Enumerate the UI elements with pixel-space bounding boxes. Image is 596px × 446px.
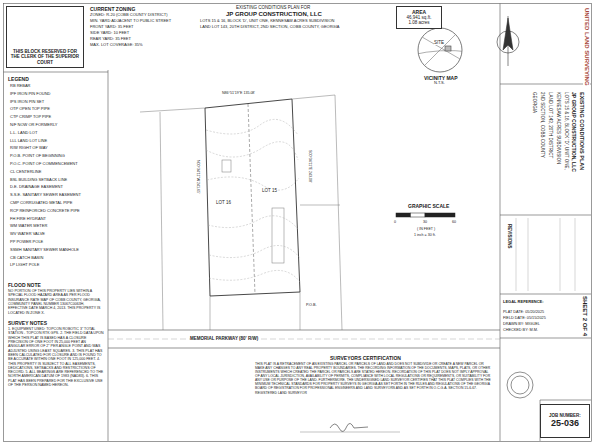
plat-label: LEGAL REFERENCE: (503, 300, 544, 305)
legend-entry: IPS IRON PIN SET (10, 100, 44, 105)
rotated-label: S00°34'11"E 243.08' (308, 150, 312, 183)
job-number-box: JOB NUMBER:25-036 (540, 404, 590, 438)
plat-label: SURVEYORS CERTIFICATION (330, 355, 401, 361)
note-text: NO PORTION OF THIS PROPERTY LIES WITHIN … (8, 289, 104, 315)
rotated-label: LOTS 15 & 16, BLOCK 'D', UNIT ONE, (564, 92, 569, 170)
note-text: 1. EQUIPMENT USED: TOPCON ROBOTIC 3" TOT… (8, 327, 104, 387)
plat-label: SITE (434, 40, 444, 45)
node-text: THIS BLOCK RESERVED FOR THE CLERK OF THE… (9, 49, 81, 65)
legend-entry: CMP CORRUGATED METAL PIPE (10, 201, 72, 206)
legend-entry: OTP OPEN TOP PIPE (10, 107, 50, 112)
legend-entry: P.O.C. POINT OF COMMENCEMENT (10, 162, 78, 167)
node-text: JOB NUMBER: (549, 413, 581, 418)
plat-label: LOTS 15 & 16, BLOCK 'D', UNIT ONE, KENNE… (200, 19, 334, 24)
plat-label: LOT 15 (262, 188, 277, 193)
legend-entry: FH FIRE HYDRANT (10, 217, 46, 222)
plat-label: FLOOD NOTE (8, 282, 41, 288)
rotated-label: UNITED LAND SURVEYING (583, 8, 590, 86)
plat-label: 30 (423, 220, 427, 224)
node-text: 46,941 sq.ft. (407, 15, 432, 20)
note-text: THIS PLAT IS A RETRACEMENT OF AN EXISTIN… (255, 362, 493, 395)
plat-label: PLAT DATE: 05/20/2025 (503, 310, 544, 315)
area-box: AREA46,941 sq.ft.1.08 acres (396, 6, 442, 29)
rotated-label: 2ND SECTION, COBB COUNTY (540, 92, 545, 158)
plat-label: MAX. LOT COVERAGE: 35% (90, 43, 143, 48)
node-text: AREA (412, 9, 426, 15)
plat-label: REAR YARD: 35 FEET (90, 37, 131, 42)
plat-label: JP GROUP CONSTRUCTION, LLC (226, 11, 322, 18)
plat-label: N86°51'19"E 135.08' (222, 91, 255, 95)
rotated-label: SHEET 2 OF 4 (581, 296, 588, 336)
legend-entry: CL CENTERLINE (10, 170, 41, 175)
legend-entry: RB REBAR (10, 84, 30, 89)
legend-entry: CTP CRIMP TOP PIPE (10, 115, 51, 120)
rotated-label: EXISTING CONDITIONS PLAN (578, 92, 585, 170)
rotated-label: LAND LOT 143, 20TH DISTRICT (548, 92, 553, 158)
legend-entry: IPF IRON PIN FOUND (10, 92, 50, 97)
plat-label: 0 (394, 220, 396, 224)
plat-label: MIN. YARD ADJACENT TO PUBLIC STREET (90, 19, 171, 24)
plat-label: N.T.S. (434, 81, 445, 86)
plat-label: 60 (452, 220, 456, 224)
legend-entry: WM WATER METER (10, 224, 47, 229)
plat-label: LEGEND (8, 76, 29, 82)
plat-label: P.O.B. (306, 303, 317, 308)
rotated-label: N00°34'11"W 241.65' (196, 160, 200, 194)
legend-entry: S.S.E. SANITARY SEWER EASEMENT (10, 193, 81, 198)
plat-label: 1 inch = 30 ft. (414, 233, 436, 237)
legend-entry: R/W RIGHT OF WAY (10, 146, 48, 151)
plat-label: ZONED: R-20 (COBB COUNTY DISTRICT) (90, 13, 168, 18)
legend-entry: N/F NOW OR FORMERLY (10, 123, 57, 128)
plat-label: GRAPHIC SCALE (408, 203, 449, 209)
legend-entry: D.E. DRAINAGE EASEMENT (10, 185, 63, 190)
plat-label: EXISTING CONDITIONS PLAN FOR (236, 5, 310, 10)
rotated-label: JP GROUP CONSTRUCTION, LLC (571, 92, 577, 172)
plat-label: MEMORIAL PARKWAY (80' R/W) (190, 336, 258, 341)
plat-label: LAND LOT 143, 20TH DISTRICT, 2ND SECTION… (200, 25, 339, 30)
plat-label: CURRENT ZONING (90, 6, 135, 12)
legend-entry: CB CATCH BASIN (10, 256, 43, 261)
node-text: 25-036 (551, 418, 579, 429)
node-text: 1.08 acres (408, 20, 429, 25)
legend-entry: PP POWER POLE (10, 240, 43, 245)
rotated-label: GEORGIA (532, 92, 537, 113)
plat-label: CHECKED BY: M.M. (503, 328, 538, 333)
legend-entry: RCP REINFORCED CONCRETE PIPE (10, 209, 80, 214)
plat-label: FRONT YARD: 35 FEET (90, 25, 134, 30)
rotated-label: KENNESAW ACRES SUBDIVISION (556, 92, 561, 164)
legend-entry: L.L. LAND LOT (10, 131, 37, 136)
legend-entry: BSL BUILDING SETBACK LINE (10, 178, 67, 183)
rotated-label: REVISIONS (507, 224, 512, 249)
legend-entry: LP LIGHT POLE (10, 263, 39, 268)
legend-entry: LLL LAND LOT LINE (10, 139, 47, 144)
clerk-block: THIS BLOCK RESERVED FOR THE CLERK OF THE… (6, 6, 84, 68)
plat-label: SIDE YARD: 10 FEET (90, 31, 129, 36)
legend-entry: WV WATER VALVE (10, 232, 45, 237)
legend-entry: P.O.B. POINT OF BEGINNING (10, 154, 65, 159)
legend-entry: SSMH SANITARY SEWER MANHOLE (10, 248, 79, 253)
plat-label: FIELD DATE: 05/15/2025 (503, 316, 546, 321)
plat-label: DRAWN BY: MIGUEL (503, 322, 540, 327)
plat-label: LOT 16 (216, 200, 231, 205)
plat-label: ( IN FEET ) (417, 227, 435, 231)
plat-label: SURVEY NOTES (8, 320, 47, 326)
